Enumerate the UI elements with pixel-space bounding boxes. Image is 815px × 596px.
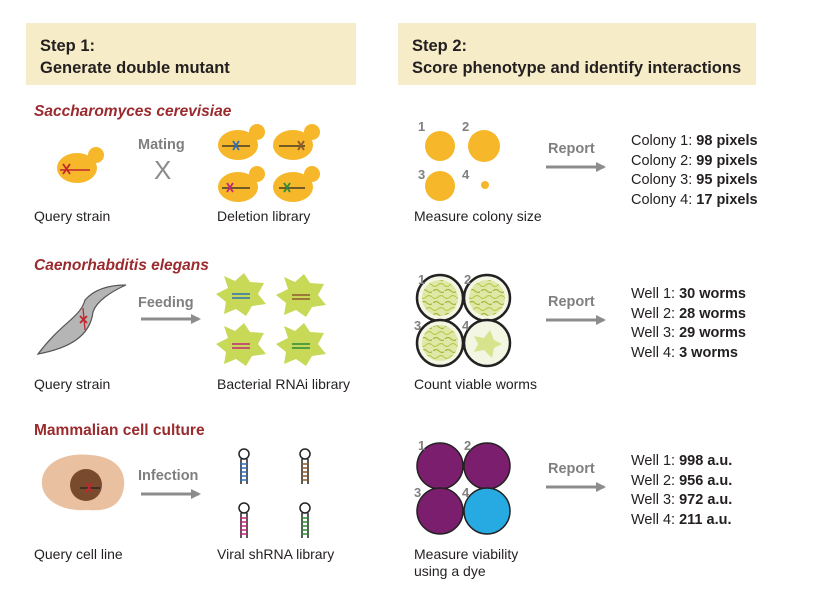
colony-number-1: 1 — [418, 119, 426, 134]
worm-icon — [36, 284, 127, 355]
step2-subtitle: Score phenotype and identify interaction… — [412, 59, 742, 77]
report-label-1: Report — [548, 141, 595, 157]
infection-label: Infection — [138, 468, 199, 484]
mammalian-cell-icon — [41, 454, 125, 511]
result-row: Colony 1: 98 pixels — [631, 133, 758, 149]
dye-wells — [416, 442, 511, 535]
shrna-library-label: Viral shRNA library — [217, 546, 335, 562]
colony-number-4: 4 — [462, 167, 470, 182]
viability-results: Well 1: 998 a.u. Well 2: 956 a.u. Well 3… — [631, 452, 732, 530]
colony-number-2: 2 — [462, 119, 470, 134]
mating-label: Mating — [138, 137, 185, 153]
rnai-library-label: Bacterial RNAi library — [217, 376, 351, 392]
result-row: Well 2: 28 worms — [631, 305, 746, 322]
colony-number-3: 3 — [418, 167, 426, 182]
step2-header: Step 2: Score phenotype and identify int… — [398, 23, 756, 85]
report-label-3: Report — [548, 461, 595, 477]
measure-viability-label: Measure viability using a dye — [414, 546, 519, 579]
yeast-query-cell — [57, 147, 104, 183]
bacteria-library-icons — [216, 273, 326, 366]
well-number-2: 2 — [464, 272, 472, 287]
count-worms-label: Count viable worms — [414, 376, 537, 392]
well-number-3: 3 — [414, 318, 422, 333]
organism-worm-title: Caenorhabditis elegans — [34, 257, 209, 274]
shrna-library-icons — [238, 448, 311, 538]
result-row: Colony 2: 99 pixels — [631, 152, 758, 169]
result-row: Well 2: 956 a.u. — [631, 472, 733, 489]
result-row: Well 3: 29 worms — [631, 325, 746, 341]
step1-subtitle: Generate double mutant — [40, 59, 230, 77]
yeast-deletion-library-cells — [218, 124, 320, 202]
worm-wells — [415, 273, 512, 368]
result-row: Well 4: 211 a.u. — [631, 511, 732, 528]
organism-yeast-title: Saccharomyces cerevisiae — [34, 103, 232, 120]
worm-results: Well 1: 30 worms Well 2: 28 worms Well 3… — [631, 285, 746, 363]
result-row: Well 1: 998 a.u. — [631, 453, 733, 469]
worm-query-label: Query strain — [34, 376, 111, 392]
result-row: Colony 3: 95 pixels — [631, 172, 758, 188]
dye-well-number-4: 4 — [462, 485, 470, 500]
yeast-results: Colony 1: 98 pixels Colony 2: 99 pixels … — [631, 132, 758, 210]
yeast-query-label: Query strain — [34, 208, 111, 224]
result-row: Well 4: 3 worms — [631, 344, 738, 361]
mating-x-symbol: X — [154, 155, 172, 185]
dye-well-number-1: 1 — [418, 438, 426, 453]
result-row: Well 1: 30 worms — [631, 286, 746, 302]
step2-title: Step 2: — [412, 37, 468, 55]
well-number-1: 1 — [418, 272, 426, 287]
result-row: Colony 4: 17 pixels — [631, 191, 758, 208]
step1-title: Step 1: — [40, 37, 96, 55]
well-number-4: 4 — [462, 318, 470, 333]
cell-line-label: Query cell line — [34, 546, 123, 562]
deletion-library-label: Deletion library — [217, 208, 311, 224]
feeding-label: Feeding — [138, 295, 194, 311]
result-row: Well 3: 972 a.u. — [631, 492, 733, 508]
report-label-2: Report — [548, 294, 595, 310]
colonies — [425, 130, 500, 201]
dye-well-number-2: 2 — [464, 438, 472, 453]
step1-header: Step 1: Generate double mutant — [26, 23, 356, 85]
organism-mammalian-title: Mammalian cell culture — [34, 422, 205, 439]
measure-colony-label: Measure colony size — [414, 208, 542, 224]
dye-well-number-3: 3 — [414, 485, 422, 500]
